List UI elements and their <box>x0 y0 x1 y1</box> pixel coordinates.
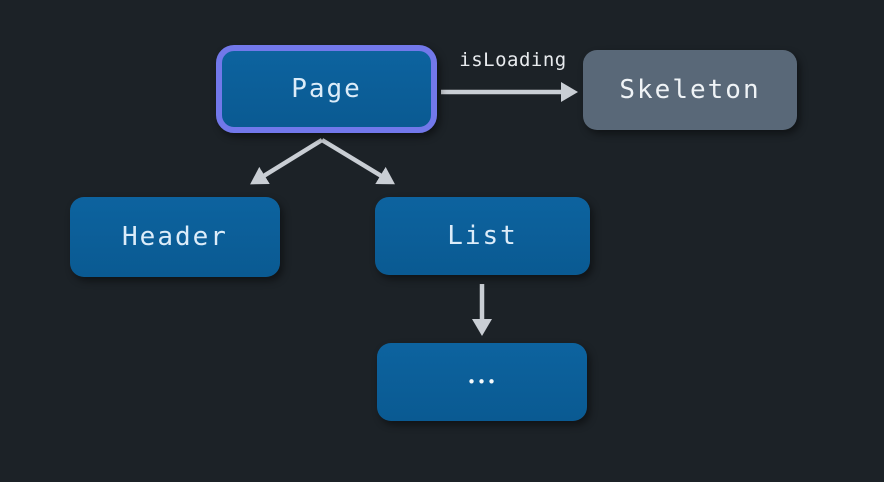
node-list-label: List <box>447 221 518 251</box>
node-list: List <box>375 197 590 275</box>
node-page: Page <box>216 45 437 133</box>
node-header: Header <box>70 197 280 277</box>
node-ellipsis: ••• <box>377 343 587 421</box>
edge-label-isloading: isLoading <box>459 49 567 71</box>
node-page-label: Page <box>291 74 362 104</box>
node-skeleton: Skeleton <box>583 50 797 130</box>
node-header-label: Header <box>122 222 228 252</box>
edge-page-to-list-arrow <box>320 138 395 185</box>
node-skeleton-label: Skeleton <box>619 75 761 105</box>
edge-page-to-header-arrow <box>250 138 324 185</box>
ellipsis-icon: ••• <box>466 373 498 391</box>
